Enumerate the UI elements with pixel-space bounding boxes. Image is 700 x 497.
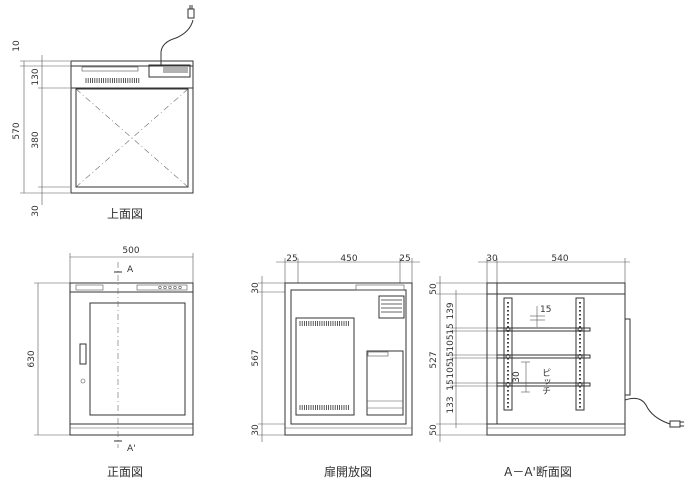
front-view: 500 630 A A' 正面図: [27, 246, 194, 479]
front-view-keyhole-icon: [80, 378, 86, 384]
door-open-controller: [378, 295, 405, 319]
dim-sec-50-top: 50: [429, 283, 439, 295]
front-view-buttons: [158, 285, 182, 290]
dim-open-30-bottom: 30: [251, 424, 261, 436]
dim-open-25-right: 25: [399, 254, 410, 264]
top-view-controller-vents: [163, 67, 188, 73]
dim-sec-30-pitch: 30: [512, 371, 522, 383]
dim-sec-105-b: 105: [446, 361, 456, 378]
door-open-interior: [290, 289, 407, 425]
dim-sec-15-b: 15: [446, 351, 456, 362]
caption-top-view: 上面図: [107, 207, 143, 221]
dim-front-500: 500: [122, 246, 139, 256]
caption-door-open-view: 扉開放図: [324, 464, 372, 479]
dim-front-630: 630: [27, 350, 37, 367]
dim-sec-527: 527: [429, 351, 439, 368]
power-plug-icon: [187, 8, 195, 19]
dim-sec-540: 540: [551, 254, 568, 264]
dim-open-567: 567: [251, 349, 261, 366]
dim-sec-15-c: 15: [446, 379, 456, 390]
dim-sec-15-a: 15: [446, 323, 456, 334]
section-outline: [486, 282, 626, 436]
section-shelf-pins: [505, 327, 583, 387]
section-rail-right: [575, 297, 585, 411]
door-open-side-unit: [366, 350, 404, 416]
dim-top-130: 130: [31, 68, 41, 85]
top-view-control-strip: [70, 65, 194, 89]
front-view-glass-door: [89, 302, 186, 416]
dim-sec-30: 30: [486, 254, 498, 264]
section-power-plug-icon: [669, 420, 681, 428]
top-view: 10 570 130 380 30 上面図: [12, 5, 195, 221]
marker-a-bottom: A': [127, 444, 136, 454]
dim-sec-133: 133: [446, 396, 456, 413]
front-view-door-handle: [79, 343, 87, 365]
top-view-outline: [70, 60, 194, 194]
dim-open-30-top: 30: [251, 282, 261, 294]
dim-sec-15-pitch: 15: [540, 305, 551, 315]
front-view-control-panel: [136, 284, 188, 291]
dim-sec-139: 139: [446, 302, 456, 319]
section-power-cord: [624, 397, 671, 425]
marker-a-top: A: [127, 265, 134, 275]
section-rail-left: [503, 297, 513, 411]
caption-section-view: A－A'断面図: [504, 464, 572, 479]
power-cord: [160, 19, 194, 66]
front-view-label-plate: [75, 284, 104, 291]
dim-open-25-left: 25: [286, 254, 297, 264]
section-view: 30 540 50 527 50 139 15 105 15 105 15 13…: [429, 254, 684, 479]
caption-front-view: 正面図: [107, 465, 143, 479]
top-view-controller: [148, 64, 191, 78]
dim-sec-105-a: 105: [446, 334, 456, 351]
top-view-body: [75, 88, 189, 188]
dim-top-570: 570: [12, 122, 22, 139]
dim-open-450: 450: [340, 254, 357, 264]
front-view-outline: [69, 282, 194, 436]
door-open-view: 25 450 25 30 567 30 扉開放図: [251, 254, 420, 479]
door-open-control-panel: [355, 284, 405, 291]
section-door-hinge: [625, 318, 631, 396]
top-view-vent-slots: [85, 78, 140, 83]
section-shelves: [496, 327, 591, 387]
dim-sec-50-bottom: 50: [429, 424, 439, 436]
door-open-controller-vents: [381, 299, 402, 313]
sec-pitch-note: ピッチ: [540, 368, 551, 395]
door-open-unit-vents: [299, 321, 349, 410]
dim-top-380: 380: [31, 131, 41, 148]
door-open-outline: [284, 282, 413, 436]
dim-top-30: 30: [31, 205, 41, 217]
dim-top-10: 10: [12, 40, 22, 52]
door-open-dehumidifier-unit: [295, 317, 355, 416]
